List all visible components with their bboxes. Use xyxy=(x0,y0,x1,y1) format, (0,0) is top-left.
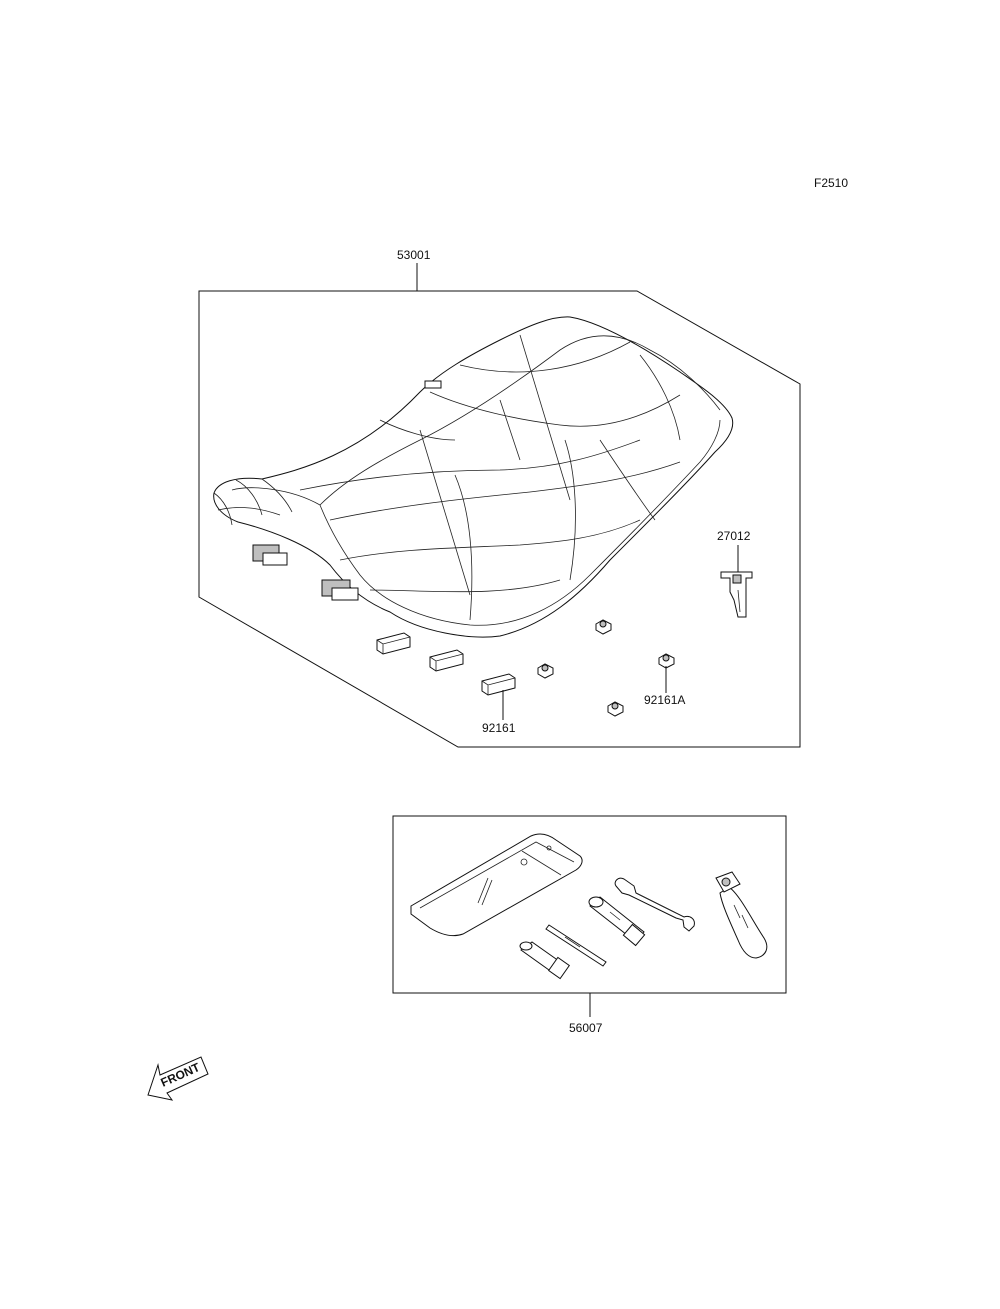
screwdriver xyxy=(545,924,607,967)
seat-drawing xyxy=(213,316,734,638)
front-arrow-icon xyxy=(147,1056,209,1101)
seat-hook-part xyxy=(720,571,753,618)
tool-kit-group: 56007 xyxy=(392,815,787,1035)
tool-handle xyxy=(715,871,768,959)
diagram-code: F2510 xyxy=(814,176,848,190)
callout-stopper-a[interactable]: 92161A xyxy=(644,693,685,707)
callout-seat[interactable]: 53001 xyxy=(397,248,431,262)
callout-stopper[interactable]: 92161 xyxy=(482,721,516,735)
screwdriver-grip xyxy=(519,941,571,980)
seat-group: 53001 xyxy=(198,248,801,748)
seat-group-frame xyxy=(198,290,801,748)
callout-hook[interactable]: 27012 xyxy=(717,529,751,543)
front-direction-arrow: FRONT xyxy=(147,1056,209,1101)
callout-tool-kit[interactable]: 56007 xyxy=(569,1021,603,1035)
plug-wrench xyxy=(588,896,646,947)
stopper-rubber-blocks xyxy=(376,632,516,696)
stopper-grommets xyxy=(537,619,675,717)
open-end-wrench xyxy=(614,877,695,932)
tool-pouch xyxy=(410,833,583,937)
